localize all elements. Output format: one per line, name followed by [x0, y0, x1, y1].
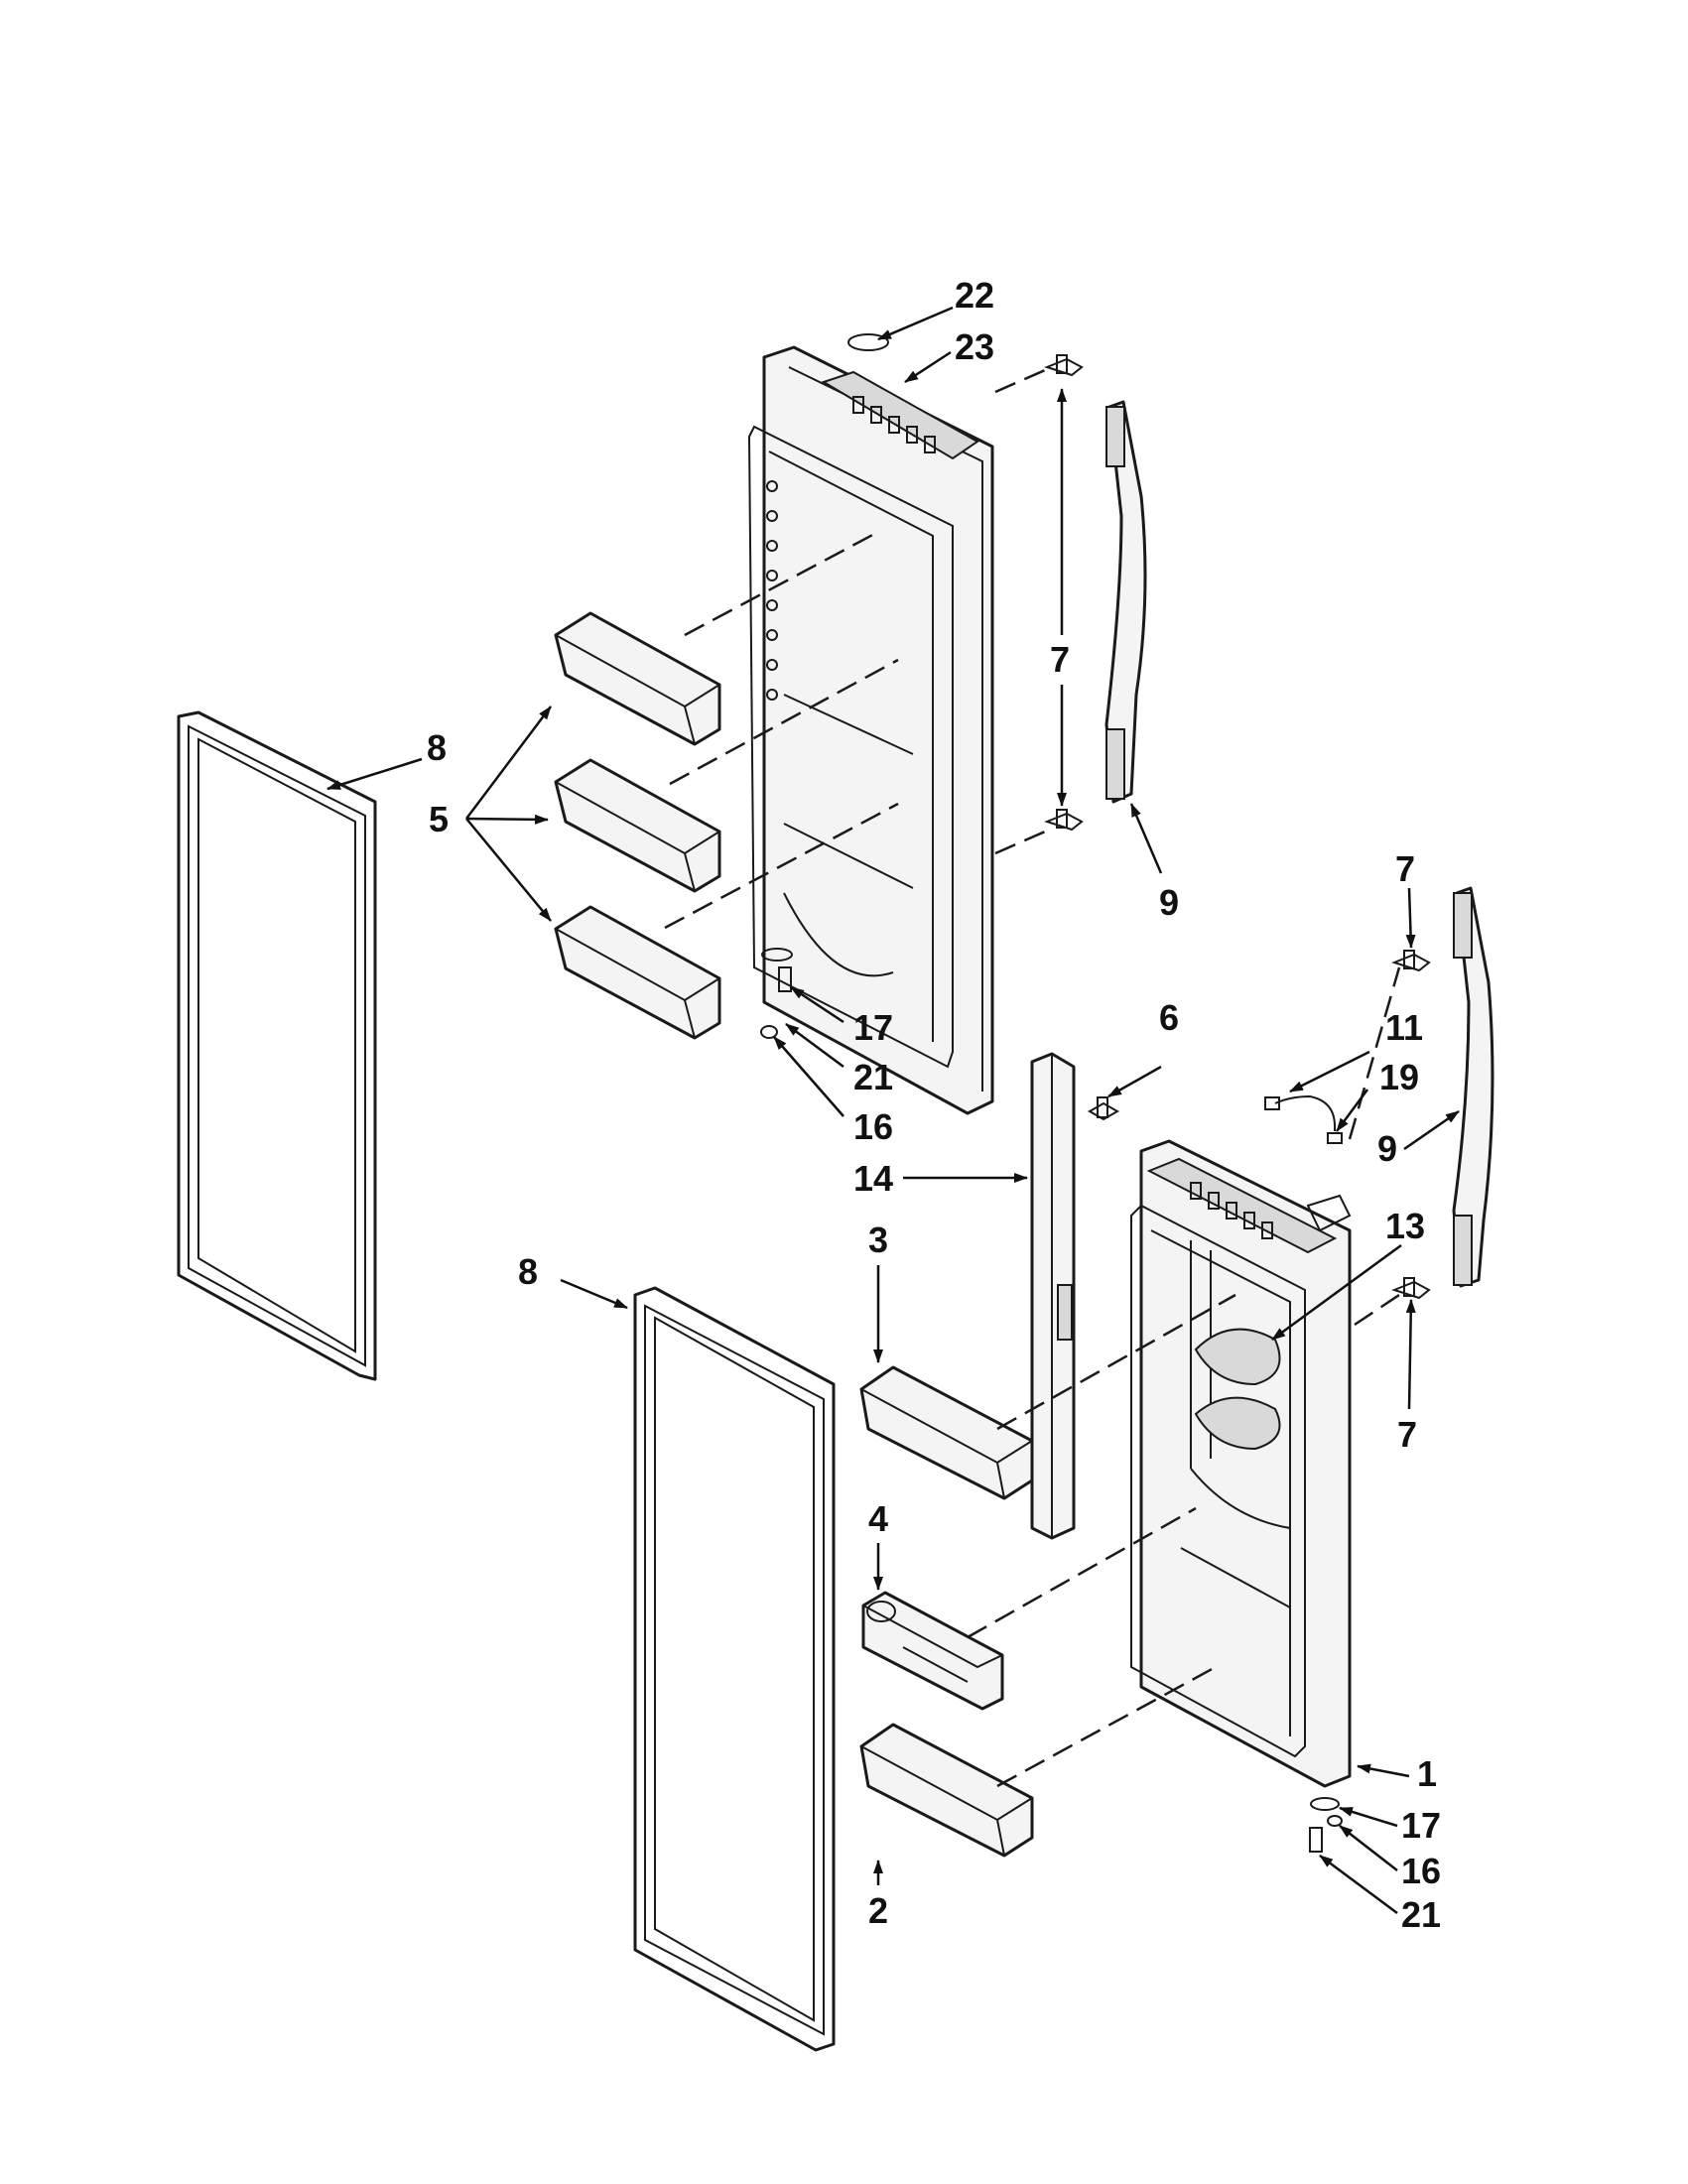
callout-17-upper: 17: [853, 1007, 893, 1048]
water-tube: [1264, 1094, 1336, 1131]
callout-11: 11: [1385, 1007, 1423, 1048]
callout-23: 23: [955, 326, 994, 367]
callout-5: 5: [429, 799, 449, 839]
handle-screw-top-right: [1391, 950, 1431, 972]
center-mullion: [1030, 1052, 1076, 1540]
callout-3: 3: [868, 1220, 888, 1260]
callout-17-lower: 17: [1401, 1805, 1441, 1846]
lower-door-handle: [1452, 886, 1494, 1288]
door-bin-lower: [554, 905, 721, 1040]
right-door-gasket: [633, 1286, 836, 2052]
lower-door-liner: [1130, 1139, 1352, 1853]
door-bin-middle: [554, 758, 721, 893]
callout-22: 22: [955, 275, 994, 316]
handle-screw-lower: [1044, 809, 1084, 832]
callout-14: 14: [853, 1158, 893, 1199]
callout-7-bottom-right: 7: [1397, 1414, 1417, 1455]
callout-6: 6: [1159, 997, 1179, 1038]
callout-7-top-right: 7: [1395, 848, 1415, 889]
callout-8-right: 8: [518, 1251, 538, 1292]
handle-screw-upper: [1044, 354, 1084, 377]
door-bin-upper: [554, 611, 721, 746]
callout-13: 13: [1385, 1206, 1425, 1246]
callout-16-upper: 16: [853, 1106, 893, 1147]
left-door-gasket: [177, 710, 377, 1381]
callout-labels: 22 23 8 5 7 9 17 21 16 7 6 11 19 9 14 13…: [427, 275, 1441, 1935]
callout-4: 4: [868, 1498, 888, 1539]
door-bin-4: [861, 1591, 1004, 1711]
door-bin-3: [859, 1365, 1034, 1500]
callout-19: 19: [1379, 1057, 1419, 1097]
upper-door-handle: [1104, 400, 1147, 804]
callout-21-upper: 21: [853, 1057, 893, 1097]
callout-9-lower: 9: [1377, 1128, 1397, 1169]
tube-clip: [1327, 1132, 1343, 1144]
callout-2: 2: [868, 1890, 888, 1931]
callout-leaders: [326, 306, 1460, 1915]
door-bin-2: [859, 1723, 1034, 1858]
callout-1: 1: [1417, 1753, 1437, 1794]
callout-7-upper: 7: [1050, 639, 1070, 680]
hinge-screw: [1087, 1096, 1120, 1121]
callout-9-upper: 9: [1159, 882, 1179, 923]
callout-16-lower: 16: [1401, 1851, 1441, 1891]
callout-8-left: 8: [427, 727, 447, 768]
upper-door-liner: [747, 333, 994, 1115]
handle-screw-bottom-right: [1391, 1277, 1431, 1300]
callout-21-lower: 21: [1401, 1894, 1441, 1935]
